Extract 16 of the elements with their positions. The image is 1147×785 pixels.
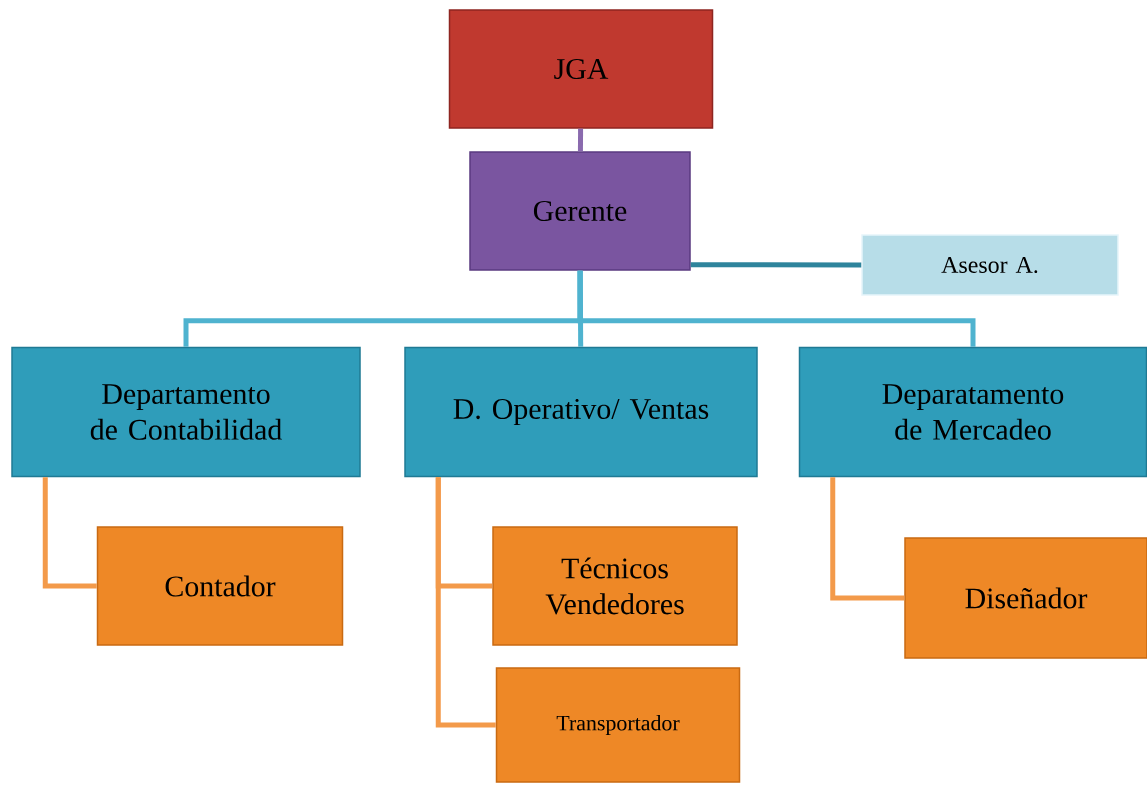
org-box: Transportador: [495, 667, 741, 783]
org-box: Técnicos Vendedores: [492, 526, 738, 646]
org-box: Departamento de Contabilidad: [11, 346, 361, 478]
connector-line: [830, 477, 905, 601]
org-box: Diseñador: [904, 537, 1147, 659]
connector-line: [435, 477, 496, 728]
org-box: JGA: [448, 9, 714, 129]
org-box: D. Operativo/ Ventas: [404, 346, 758, 478]
org-box: Deparatamento de Mercadeo: [798, 346, 1147, 478]
connector-line: [577, 128, 584, 152]
org-box: Asesor A.: [861, 234, 1119, 296]
connector-line: [577, 270, 976, 347]
connector-line: [42, 477, 97, 589]
org-box: Contador: [96, 526, 344, 646]
org-box: Gerente: [469, 151, 691, 271]
connector-line: [690, 262, 862, 268]
